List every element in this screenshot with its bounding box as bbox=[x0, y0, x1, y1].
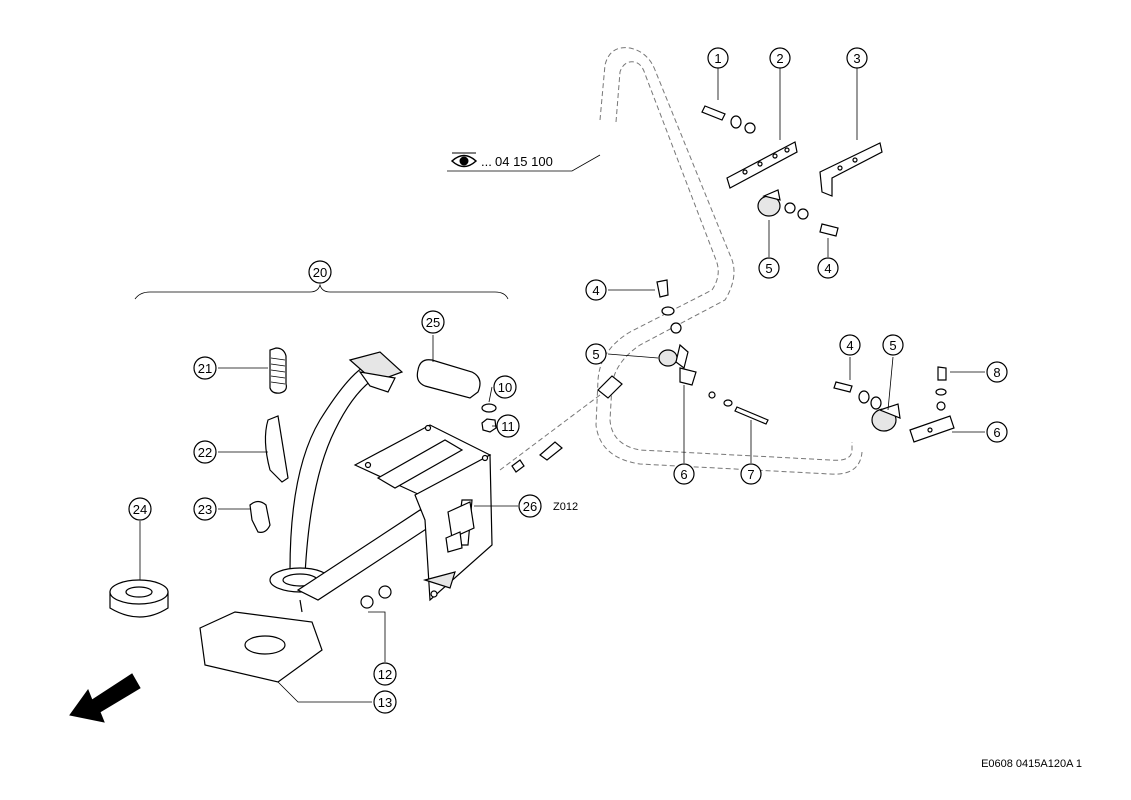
callout-4b: 4 bbox=[585, 279, 607, 301]
top-right-hardware bbox=[701, 105, 883, 237]
reference-number: 04 15 100 bbox=[495, 154, 553, 169]
serrated-plate-22 bbox=[264, 415, 289, 483]
callout-12-label: 12 bbox=[378, 667, 392, 682]
callout-12: 12 bbox=[373, 662, 397, 686]
callout-25-label: 25 bbox=[426, 315, 440, 330]
callout-20-label: 20 bbox=[313, 265, 327, 280]
nuts-12 bbox=[360, 585, 392, 609]
callout-4c-label: 4 bbox=[846, 338, 853, 353]
callout-8: 8 bbox=[986, 361, 1008, 383]
eye-icon bbox=[450, 152, 478, 168]
right-hardware bbox=[833, 366, 955, 443]
callout-13-label: 13 bbox=[378, 695, 392, 710]
callout-4a: 4 bbox=[817, 257, 839, 279]
callout-6b: 6 bbox=[986, 421, 1008, 443]
callout-6a: 6 bbox=[673, 463, 695, 485]
callout-22-label: 22 bbox=[198, 445, 212, 460]
pedal-rubber-25 bbox=[416, 359, 481, 399]
callout-3: 3 bbox=[846, 47, 868, 69]
reference-note: ... 04 15 100 bbox=[447, 152, 601, 172]
callout-6a-label: 6 bbox=[680, 467, 687, 482]
callout-5b-label: 5 bbox=[592, 347, 599, 362]
callout-7-label: 7 bbox=[747, 467, 754, 482]
callout-26-label: 26 bbox=[523, 499, 537, 514]
callout-11: 11 bbox=[496, 414, 520, 438]
callout-23-label: 23 bbox=[198, 502, 212, 517]
group-bracket-20 bbox=[134, 283, 509, 300]
callout-25: 25 bbox=[421, 310, 445, 334]
callout-4a-label: 4 bbox=[824, 261, 831, 276]
leader-lines bbox=[139, 68, 985, 703]
callout-6b-label: 6 bbox=[993, 425, 1000, 440]
callout-1-label: 1 bbox=[714, 51, 721, 66]
callout-21: 21 bbox=[193, 356, 217, 380]
lever-23 bbox=[249, 500, 271, 533]
callout-13: 13 bbox=[373, 690, 397, 714]
direction-arrow bbox=[69, 673, 141, 723]
zone-code: Z012 bbox=[553, 501, 578, 513]
callout-23: 23 bbox=[193, 497, 217, 521]
callout-5c: 5 bbox=[882, 334, 904, 356]
switch-26 bbox=[445, 501, 475, 553]
spring-21 bbox=[269, 347, 287, 394]
callout-5c-label: 5 bbox=[889, 338, 896, 353]
callout-24: 24 bbox=[128, 497, 152, 521]
callout-5a-label: 5 bbox=[765, 261, 772, 276]
callout-11-label: 11 bbox=[501, 419, 515, 434]
callout-4c: 4 bbox=[839, 334, 861, 356]
callout-10-label: 10 bbox=[498, 380, 512, 395]
callout-10: 10 bbox=[493, 375, 517, 399]
bushing-24 bbox=[109, 579, 169, 618]
callout-21-label: 21 bbox=[198, 361, 212, 376]
callout-8-label: 8 bbox=[993, 365, 1000, 380]
callout-2-label: 2 bbox=[776, 51, 783, 66]
callout-5a: 5 bbox=[758, 257, 780, 279]
callout-3-label: 3 bbox=[853, 51, 860, 66]
drawing-number: E0608 0415A120A 1 bbox=[981, 758, 1082, 770]
reference-prefix: ... bbox=[481, 154, 492, 169]
callout-4b-label: 4 bbox=[592, 283, 599, 298]
callout-20: 20 bbox=[308, 260, 332, 284]
washer-nut-10-11 bbox=[481, 403, 497, 433]
callout-2: 2 bbox=[769, 47, 791, 69]
cable-rod bbox=[499, 375, 623, 473]
callout-1: 1 bbox=[707, 47, 729, 69]
callout-22: 22 bbox=[193, 440, 217, 464]
center-clamp bbox=[656, 279, 769, 425]
callout-24-label: 24 bbox=[133, 502, 147, 517]
reference-frame-outline bbox=[595, 47, 863, 475]
floor-mat-13 bbox=[199, 611, 323, 683]
callout-5b: 5 bbox=[585, 343, 607, 365]
callout-7: 7 bbox=[740, 463, 762, 485]
callout-26: 26 bbox=[518, 494, 542, 518]
